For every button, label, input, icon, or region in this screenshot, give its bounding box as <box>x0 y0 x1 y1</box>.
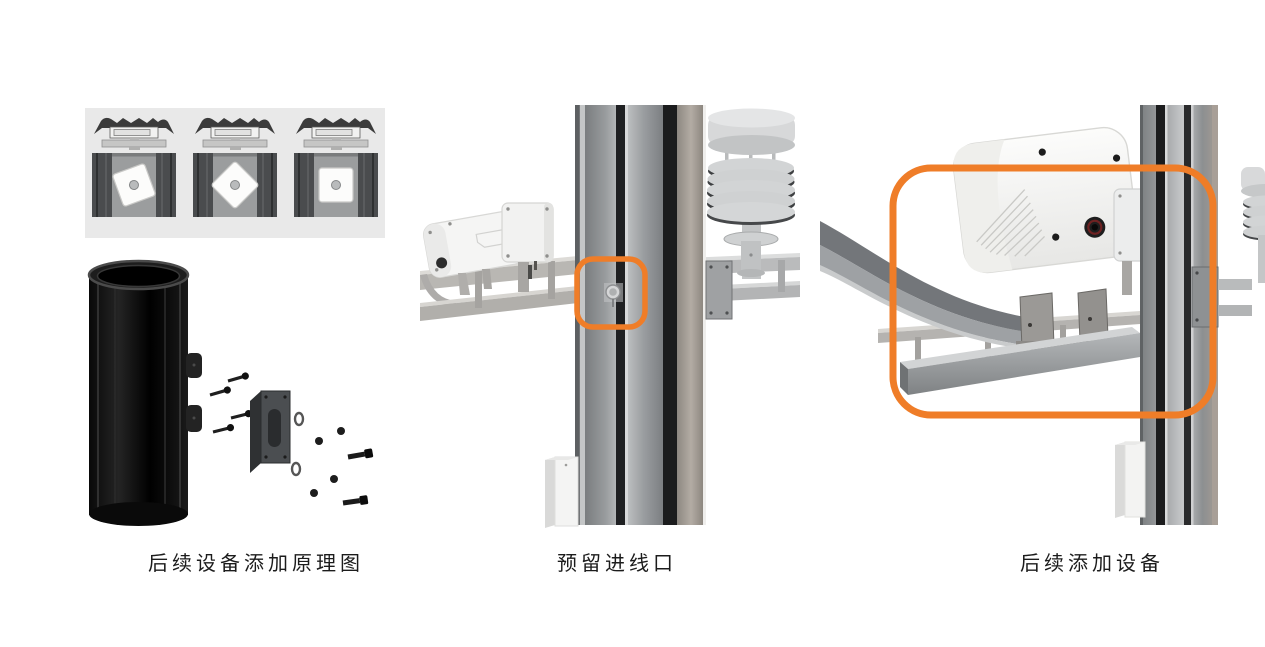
caption-principle-diagram: 后续设备添加原理图 <box>148 553 364 575</box>
shield-bracket <box>1191 266 1252 328</box>
caption-reserved-cable-inlet: 预留进线口 <box>557 553 677 575</box>
reserved-inlet-figure-image <box>420 105 800 528</box>
mounting-bracket <box>250 390 291 473</box>
nut-icon <box>310 489 318 497</box>
shield-plates <box>707 158 795 225</box>
shield-cap <box>708 108 795 155</box>
highlight-box <box>889 164 1217 419</box>
nut-icon <box>337 427 345 435</box>
nut-icon <box>330 475 338 483</box>
partial-radiation-shield <box>1241 167 1265 283</box>
figure-added-device <box>820 105 1265 535</box>
vent-lines <box>976 189 1046 257</box>
figure-reserved-cable-inlet <box>420 105 800 535</box>
added-device-body <box>952 126 1139 274</box>
cable-inlet-plug <box>604 283 623 307</box>
figure-principle-diagram <box>85 105 385 535</box>
caption-added-device: 后续添加设备 <box>1020 553 1164 575</box>
pole-segment-exploded-view <box>87 259 374 526</box>
junction-box-instrument <box>501 202 554 292</box>
principle-figure-image <box>85 108 385 526</box>
weather-radiation-shield <box>707 108 795 279</box>
added-device-figure-image <box>820 105 1265 525</box>
washer-icon <box>293 411 305 427</box>
mounting-arm-bar <box>900 327 1140 395</box>
arm-bracket <box>705 260 733 320</box>
slot-nut-insertion-steps-panel <box>85 108 385 238</box>
cable-gland <box>1084 216 1106 238</box>
camera-leg <box>458 273 470 295</box>
nut-icon <box>315 437 323 445</box>
small-pole-box <box>1115 441 1146 518</box>
highlight-square <box>574 256 648 330</box>
small-pole-box <box>545 456 579 528</box>
washer-icon <box>290 461 302 477</box>
vertical-pole <box>575 105 706 525</box>
camera-leg <box>482 269 492 289</box>
